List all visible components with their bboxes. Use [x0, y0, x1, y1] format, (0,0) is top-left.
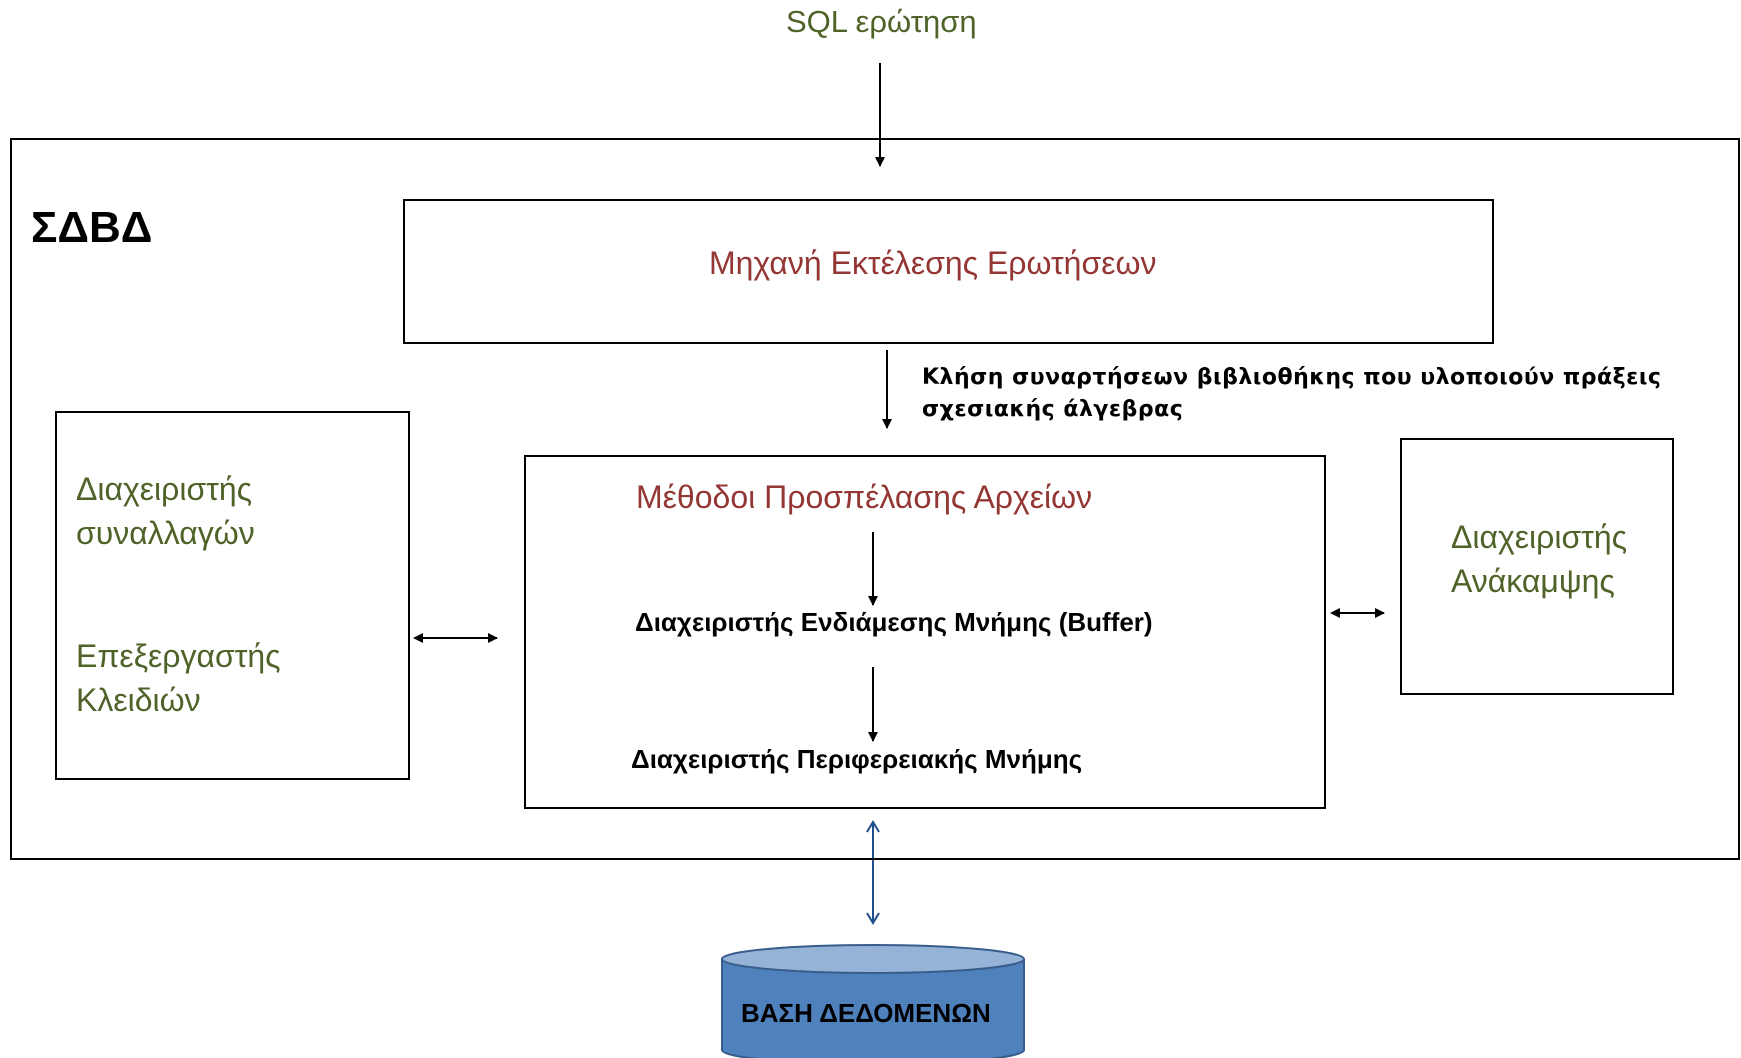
query-engine-box — [403, 199, 1494, 344]
recovery-manager-box — [1400, 438, 1674, 695]
lock-manager-line1: Επεξεργαστής — [76, 638, 281, 674]
sql-query-label: SQL ερώτηση — [786, 4, 977, 39]
dbms-frame — [10, 138, 1740, 860]
recovery-manager-line2: Ανάκαμψης — [1451, 563, 1615, 599]
buffer-manager-label: Διαχειριστής Ενδιάμεσης Μνήμης (Buffer) — [635, 607, 1153, 637]
lock-manager-line2: Κλειδιών — [76, 682, 201, 718]
library-call-line2: σχεσιακής άλγεβρας — [922, 397, 1184, 422]
storage-stack-box — [524, 455, 1326, 809]
transaction-manager-line1: Διαχειριστής — [76, 471, 253, 507]
library-call-line1: Κλήση συναρτήσεων βιβλιοθήκης που υλοποι… — [922, 365, 1662, 390]
transaction-lock-box — [55, 411, 410, 780]
dbms-title: ΣΔΒΔ — [31, 203, 153, 252]
database-cylinder-icon — [721, 944, 1025, 1058]
disk-manager-label: Διαχειριστής Περιφερειακής Μνήμης — [631, 744, 1083, 774]
transaction-manager-line2: συναλλαγών — [76, 515, 255, 551]
file-access-methods-label: Μέθοδοι Προσπέλασης Αρχείων — [636, 479, 1093, 515]
query-engine-label: Μηχανή Εκτέλεσης Ερωτήσεων — [709, 245, 1157, 281]
database-label: ΒΑΣΗ ΔΕΔΟΜΕΝΩΝ — [741, 998, 991, 1028]
recovery-manager-line1: Διαχειριστής — [1451, 519, 1628, 555]
